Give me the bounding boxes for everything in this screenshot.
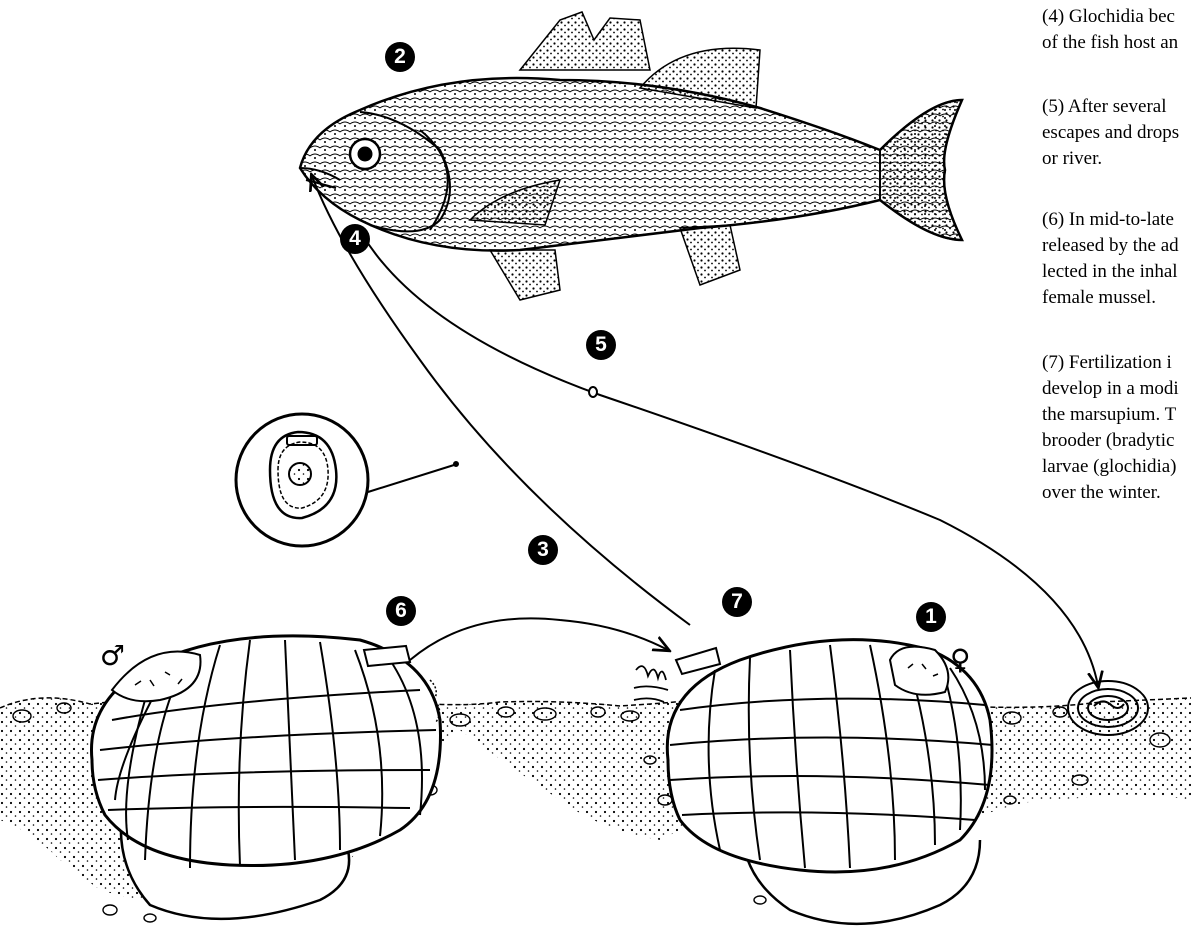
caption-line: or river. — [1042, 146, 1179, 172]
caption-line: of the fish host an — [1042, 30, 1178, 56]
caption-line: (4) Glochidia bec — [1042, 4, 1178, 30]
caption-line: released by the ad — [1042, 233, 1179, 259]
caption-line: larvae (glochidia) — [1042, 454, 1179, 480]
step-marker-1: 1 — [916, 602, 946, 632]
caption-line: (6) In mid-to-late — [1042, 207, 1179, 233]
caption-line: escapes and drops — [1042, 120, 1179, 146]
arrow-male-to-female — [410, 618, 668, 660]
caption-line: lected in the inhal — [1042, 259, 1179, 285]
step-marker-3: 3 — [528, 535, 558, 565]
female-mussel — [634, 640, 993, 924]
caption-step-7: (7) Fertilization i develop in a modi th… — [1042, 350, 1179, 506]
male-symbol: ♂ — [100, 642, 125, 670]
male-mussel — [91, 636, 440, 919]
step-marker-4: 4 — [340, 224, 370, 254]
caption-step-5: (5) After several escapes and drops or r… — [1042, 94, 1179, 172]
caption-line: brooder (bradytic — [1042, 428, 1179, 454]
caption-line: (7) Fertilization i — [1042, 350, 1179, 376]
female-symbol: ♀ — [950, 646, 971, 674]
step-marker-5: 5 — [586, 330, 616, 360]
caption-step-6: (6) In mid-to-late released by the ad le… — [1042, 207, 1179, 311]
step-marker-6: 6 — [386, 596, 416, 626]
caption-step-4: (4) Glochidia bec of the fish host an — [1042, 4, 1178, 56]
step-marker-2: 2 — [385, 42, 415, 72]
caption-line: over the winter. — [1042, 480, 1179, 506]
juvenile-mussel-dropping — [589, 387, 597, 397]
step-marker-7: 7 — [722, 587, 752, 617]
caption-line: develop in a modi — [1042, 376, 1179, 402]
caption-line: (5) After several — [1042, 94, 1179, 120]
glochidium-inset — [236, 414, 459, 546]
caption-line: the marsupium. T — [1042, 402, 1179, 428]
caption-line: female mussel. — [1042, 285, 1179, 311]
arrow-fish-to-substrate — [362, 234, 1098, 686]
